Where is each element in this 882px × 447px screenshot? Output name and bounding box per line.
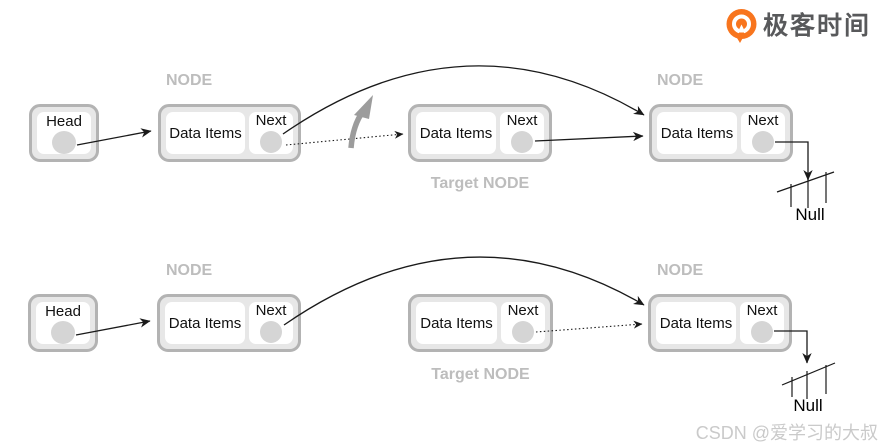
- next-pointer-circle: [512, 321, 534, 343]
- head-cell: Head: [37, 112, 91, 154]
- data-items-cell: Data Items: [416, 302, 497, 344]
- watermark: CSDN @爱学习的大叔: [695, 423, 878, 443]
- head-label: Head: [45, 303, 81, 320]
- next-label: Next: [747, 112, 779, 129]
- next-label: Next: [255, 112, 287, 129]
- head-node-box: Head: [28, 294, 98, 352]
- next-cell: Next: [501, 302, 545, 344]
- next-cell: Next: [249, 112, 293, 154]
- next-label: Next: [506, 112, 538, 129]
- head-node-box: Head: [29, 104, 99, 162]
- next-cell: Next: [249, 302, 293, 344]
- null-label: Null: [793, 396, 823, 415]
- next-pointer-circle: [752, 131, 774, 153]
- node-label: NODE: [166, 262, 213, 279]
- next-cell: Next: [500, 112, 544, 154]
- head-pointer-circle: [51, 321, 75, 344]
- data-items-cell: Data Items: [656, 302, 736, 344]
- node-label: NODE: [657, 262, 704, 279]
- next-pointer-circle: [511, 131, 533, 153]
- data-items-cell: Data Items: [166, 112, 245, 154]
- next-label: Next: [255, 302, 287, 319]
- next-pointer-circle: [751, 321, 773, 343]
- head-pointer-circle: [52, 131, 76, 154]
- next-pointer-circle: [260, 321, 282, 343]
- logo-text: 极客时间: [763, 11, 872, 40]
- next-cell: Next: [740, 302, 784, 344]
- target-node-box: Data Items Next: [408, 104, 552, 162]
- change-annotation-arrow: [348, 95, 373, 149]
- node-label: NODE: [166, 72, 213, 89]
- head-label: Head: [46, 113, 82, 130]
- node-box: Data Items Next: [649, 104, 793, 162]
- target-node-box: Data Items Next: [408, 294, 553, 352]
- node-box: Data Items Next: [158, 104, 301, 162]
- next-pointer-circle: [260, 131, 282, 153]
- node-label: NODE: [657, 72, 704, 89]
- data-items-cell: Data Items: [165, 302, 245, 344]
- node-box: Data Items Next: [648, 294, 792, 352]
- next-cell: Next: [741, 112, 785, 154]
- target-node-label: Target NODE: [431, 366, 530, 383]
- target-node-label: Target NODE: [430, 175, 530, 192]
- geektime-logo-icon: [726, 9, 757, 43]
- head-cell: Head: [36, 302, 90, 344]
- next-label: Next: [507, 302, 539, 319]
- node-box: Data Items Next: [157, 294, 301, 352]
- data-items-cell: Data Items: [657, 112, 737, 154]
- next-label: Next: [746, 302, 778, 319]
- null-label: Null: [795, 205, 825, 224]
- data-items-cell: Data Items: [416, 112, 496, 154]
- old-link-dotted-arrow: [285, 130, 404, 146]
- geektime-logo: 极客时间: [725, 8, 871, 43]
